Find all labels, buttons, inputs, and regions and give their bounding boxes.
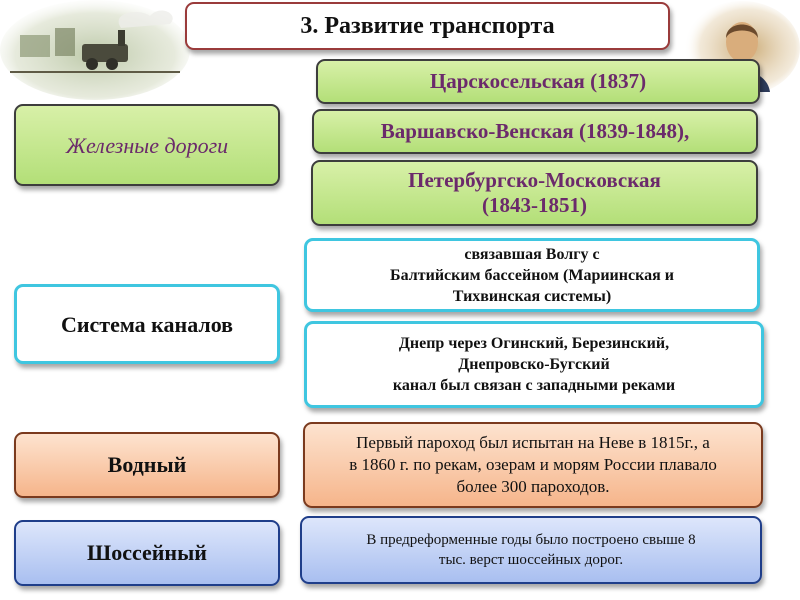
canal-item: связавшая Волгу с Балтийским бассейном (…: [304, 238, 760, 312]
page-title: 3. Развитие транспорта: [185, 2, 670, 50]
category-highway: Шоссейный: [14, 520, 280, 586]
category-railways: Железные дороги: [14, 104, 280, 186]
railway-item: Варшавско-Венская (1839-1848),: [312, 109, 758, 154]
category-canals-label: Система каналов: [60, 311, 234, 337]
railway-illustration: [0, 0, 190, 100]
highway-description-text: В предреформенные годы было построено св…: [366, 532, 696, 568]
category-water-label: Водный: [107, 452, 187, 477]
canal-item-text: связавшая Волгу с Балтийским бассейном (…: [390, 245, 674, 305]
category-highway-label: Шоссейный: [87, 540, 207, 565]
canal-item: Днепр через Огинский, Березинский, Днепр…: [304, 321, 764, 408]
railway-item: Царскосельская (1837): [316, 59, 760, 104]
water-description: Первый пароход был испытан на Неве в 181…: [303, 422, 763, 508]
canal-item-text: Днепр через Огинский, Березинский, Днепр…: [392, 335, 676, 394]
category-canals: Система каналов: [14, 284, 280, 364]
category-water: Водный: [14, 432, 280, 498]
highway-description: В предреформенные годы было построено св…: [300, 516, 762, 584]
water-description-text: Первый пароход был испытан на Неве в 181…: [349, 433, 717, 496]
railway-item-label: Царскосельская (1837): [429, 69, 647, 93]
railway-item: Петербургско-Московская (1843-1851): [311, 160, 758, 226]
page-title-text: 3. Развитие транспорта: [300, 12, 555, 39]
railway-item-label: Петербургско-Московская (1843-1851): [408, 168, 661, 217]
category-railways-label: Железные дороги: [65, 132, 229, 158]
railway-item-label: Варшавско-Венская (1839-1848),: [380, 119, 690, 143]
